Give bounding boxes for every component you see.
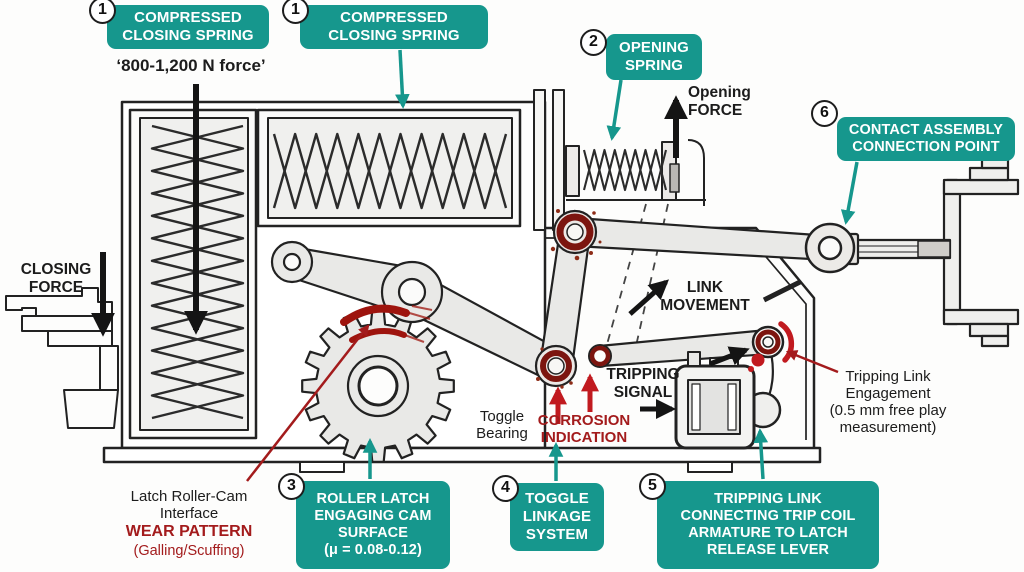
closing-force-line: FORCE [28,278,84,296]
engagement-line: (0.5 mm free play [829,402,947,420]
callout-label-line: TOGGLE [525,490,589,508]
callout-contact-assembly: 6 CONTACT ASSEMBLY CONNECTION POINT [811,100,1015,161]
callout-number-badge: 6 [811,100,838,127]
toggle-bearing-line: Bearing [476,425,528,443]
callout-label-line: SURFACE [338,525,408,541]
latch-interface-line: Latch Roller-Cam [130,488,248,505]
closing-force-line: CLOSING [20,261,92,278]
corrosion-line: CORROSION [537,412,631,429]
callout-number-badge: 5 [639,473,666,500]
engagement-pointer-line [785,350,839,374]
callout-number-badge: 4 [492,475,519,502]
wear-pointer-line [246,324,370,482]
callout-label-line: TRIPPING LINK [714,490,822,507]
callout-label-line: LINKAGE [522,508,592,526]
callout-label-line: ENGAGING CAM [314,507,432,524]
callout-label-line: ARMATURE TO LATCH [688,525,848,541]
linkage [270,209,856,463]
opening-force-label: Opening FORCE [688,84,774,119]
callout-compressed-closing-spring-right: 1 COMPRESSED CLOSING SPRING [282,0,488,49]
callout-label-line: RELEASE LEVER [706,542,830,559]
trip-coil [674,351,756,450]
link-movement-arrow [628,279,669,316]
callout-number-badge: 3 [278,473,305,500]
wear-pattern-sub-label: (Galling/Scuffing) [133,543,245,559]
closing-lever [5,287,119,429]
callout-label-line: CONNECTING TRIP COIL [680,507,856,524]
callout-label-line: COMPRESSED [340,9,448,27]
callout-compressed-closing-spring-left: 1 COMPRESSED CLOSING SPRING [89,0,269,49]
tripping-link-engagement-label: Tripping Link Engagement (0.5 mm free pl… [812,368,964,436]
callout-label-line: (μ = 0.08-0.12) [324,542,422,559]
callout-opening-spring: 2 OPENING SPRING [580,29,702,80]
callout-label-line: SYSTEM [525,525,589,543]
callout-label-line: CONTACT ASSEMBLY [848,121,1004,138]
callout-label-line: SPRING [624,57,684,74]
callout-number-badge: 2 [580,29,607,56]
toggle-bearing-label: Toggle Bearing [458,408,546,442]
link-movement-line: MOVEMENT [660,296,750,314]
latch-interface-line: Interface [159,505,219,523]
link-movement-label: LINK MOVEMENT [648,279,762,314]
corrosion-indication-label: CORROSION INDICATION [528,412,640,446]
callout-label-line: CONNECTION POINT [852,139,1000,155]
latch-interface-label: Latch Roller-Cam Interface [116,488,262,522]
frame-slash [762,279,802,303]
tripping-signal-label: TRIPPING SIGNAL [598,366,688,401]
link-movement-line: LINK [686,279,724,296]
corrosion-wear-marks [340,209,795,389]
callout-number-badge: 1 [282,0,309,24]
engagement-line: Engagement [845,385,931,403]
closing-force-label: CLOSING FORCE [10,261,102,296]
engagement-line: measurement) [839,419,937,437]
callout-tripping-link: 5 TRIPPING LINK CONNECTING TRIP COIL ARM… [639,473,879,569]
contact-rod-assembly [840,156,1020,348]
callout-label-line: CLOSING SPRING [328,27,460,44]
corrosion-line: INDICATION [540,429,628,447]
callout-roller-latch-cam: 3 ROLLER LATCH ENGAGING CAM SURFACE (μ =… [278,473,450,569]
callout-number-badge: 1 [89,0,116,24]
tripping-signal-line: TRIPPING [606,366,680,383]
toggle-bearing-line: Toggle [479,408,525,425]
callout-label-line: OPENING [619,39,689,57]
callout-arrows [362,49,859,481]
callout-label-line: CLOSING SPRING [122,27,254,44]
force-arrows [91,84,750,419]
opening-force-line: FORCE [688,101,743,119]
coil-action-arrow [709,346,750,367]
tripping-signal-line: SIGNAL [613,383,673,401]
opening-force-line: Opening [688,84,751,101]
defect-arrows [246,324,839,482]
callout-label-line: ROLLER LATCH [316,490,430,507]
wear-pattern-label: WEAR PATTERN [125,523,253,540]
engagement-line: Tripping Link [845,368,931,385]
callout-label-line: COMPRESSED [134,9,242,27]
callout-toggle-linkage: 4 TOGGLE LINKAGE SYSTEM [492,475,604,551]
force-spec-label: ‘800-1,200 N force’ [116,56,266,75]
